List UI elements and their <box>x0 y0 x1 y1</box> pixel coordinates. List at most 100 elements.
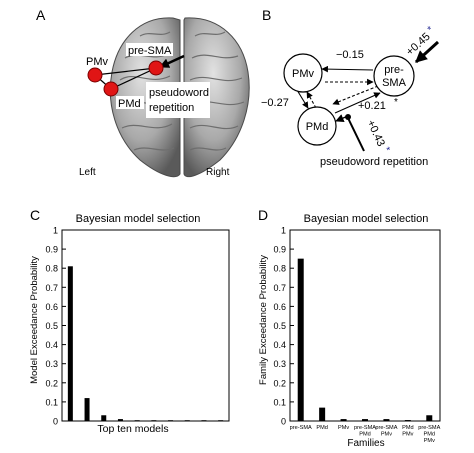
chart-d-axes <box>289 229 441 422</box>
chart-c-bar <box>201 420 207 421</box>
chart-d-ytick-label: 0.4 <box>273 340 286 350</box>
node-pmv: PMv <box>283 53 323 93</box>
chart-d-ytick-label: 0.8 <box>273 264 286 274</box>
weight-star-input-presma: * <box>426 24 436 35</box>
chart-d-ytick-label: 1 <box>281 226 286 236</box>
chart-c-ytick-label: 0 <box>53 417 58 427</box>
chart-d-category-label: pre-SMA <box>290 425 312 431</box>
label-pseudo-line2: repetition <box>149 102 194 114</box>
chart-c-ytick-label: 0.7 <box>45 283 58 293</box>
weight-input-pmd: +0.43 <box>364 118 387 148</box>
svg-text:PMd: PMd <box>306 121 329 133</box>
chart-d-ytick-label: 0.2 <box>273 378 286 388</box>
chart-d-category-label: pre-SMA <box>418 425 440 431</box>
panel-c-letter: C <box>30 207 40 223</box>
edge-presma-pmv <box>321 65 374 73</box>
chart-c-axes <box>61 229 230 422</box>
chart-d-bar <box>383 419 390 421</box>
chart-c-bar <box>117 419 123 421</box>
weight-presma-pmv: −0.15 <box>336 49 364 61</box>
chart-d-category-label: PMd <box>316 425 328 431</box>
chart-d-category-label: PMd <box>424 432 436 438</box>
chart-c-ytick-label: 0.4 <box>45 340 58 350</box>
chart-c-bar <box>67 266 73 421</box>
chart-d-category-label: pre-SMA <box>375 425 397 431</box>
chart-c-xlabel: Top ten models <box>97 423 168 435</box>
chart-d-category-label: PMd <box>402 425 414 431</box>
chart-d-title: Bayesian model selection <box>304 213 429 225</box>
chart-d-xlabel: Families <box>347 438 384 449</box>
input-line <box>347 117 365 152</box>
chart-d-bar <box>426 415 433 421</box>
chart-d-category-label: pre-SMA <box>354 425 376 431</box>
panel-d-letter: D <box>258 207 268 223</box>
chart-d-yticks: 00.10.20.30.40.50.60.70.80.91 <box>273 226 294 427</box>
weight-input-presma: +0.45 <box>404 31 433 59</box>
chart-c-ytick-label: 0.6 <box>45 302 58 312</box>
panel-a-letter: A <box>36 7 46 23</box>
weight-pmd-presma: +0.21 <box>358 100 386 112</box>
chart-d-bars <box>297 258 433 421</box>
svg-text:PMv: PMv <box>292 68 315 80</box>
chart-c-bar <box>84 398 90 421</box>
panel-d: D Bayesian model selection Family Exceed… <box>258 207 441 449</box>
brain-image <box>109 17 250 178</box>
chart-c-bar <box>218 420 224 421</box>
edge-pmd-pmv <box>306 91 317 109</box>
label-pmv: PMv <box>86 56 109 68</box>
input-label: pseudoword repetition <box>320 156 428 168</box>
chart-c-bar <box>151 420 157 421</box>
chart-d-ytick-label: 0 <box>281 417 286 427</box>
chart-c-ytick-label: 1 <box>53 226 58 236</box>
label-pmd: PMd <box>118 98 141 110</box>
chart-c-bar <box>184 420 190 421</box>
brain-gyri <box>117 31 245 151</box>
chart-c-ytick-label: 0.9 <box>45 245 58 255</box>
edge-pmv-pmd <box>296 89 309 109</box>
chart-d-ytick-label: 0.5 <box>273 321 286 331</box>
panel-b-letter: B <box>262 7 271 23</box>
chart-d-category-label: PMv <box>381 432 392 438</box>
chart-d-category-label: PMv <box>338 425 349 431</box>
chart-c-yticks: 00.10.20.30.40.50.60.70.80.91 <box>45 226 66 427</box>
chart-d-ytick-label: 0.9 <box>273 245 286 255</box>
label-right: Right <box>206 167 230 178</box>
chart-c-title: Bayesian model selection <box>76 213 201 225</box>
chart-d-ytick-label: 0.1 <box>273 397 286 407</box>
chart-c-ytick-label: 0.5 <box>45 321 58 331</box>
panel-c: C Bayesian model selection Model Exceeda… <box>29 207 230 435</box>
node-pmd: PMd <box>297 106 337 146</box>
weight-pmv-pmd: −0.27 <box>261 97 289 109</box>
chart-d-ytick-label: 0.7 <box>273 283 286 293</box>
panel-b: B PMv pre- SMA PMd −0.15 −0.27 +0.21 * <box>261 7 440 168</box>
svg-text:SMA: SMA <box>382 77 407 89</box>
chart-c-bar <box>134 420 140 421</box>
chart-c-bar <box>168 420 174 421</box>
chart-d-ylabel: Family Exceedance Probability <box>258 255 269 385</box>
chart-c-bar <box>101 415 107 421</box>
chart-d-bar <box>319 407 326 421</box>
chart-d-ytick-label: 0.6 <box>273 302 286 312</box>
chart-d-category-label: PMv <box>402 432 413 438</box>
chart-c-bars <box>67 266 224 421</box>
panel-a: A PMv <box>36 7 250 178</box>
edge-pmd-presma <box>334 92 381 114</box>
chart-d-bar <box>340 419 347 421</box>
input-arrow-presma <box>414 40 440 64</box>
chart-d-bar <box>297 258 304 421</box>
dot-pmd <box>103 81 119 97</box>
chart-c-ytick-label: 0.3 <box>45 359 58 369</box>
edge-presma-pmd <box>332 85 379 105</box>
label-left: Left <box>79 167 96 178</box>
node-presma: pre- SMA <box>373 55 415 97</box>
weight-star-pmd-presma: * <box>394 97 398 108</box>
chart-d-bar <box>404 420 411 421</box>
chart-d-category-label: PMv <box>424 438 435 444</box>
chart-c-ytick-label: 0.1 <box>45 397 58 407</box>
chart-c-ytick-label: 0.8 <box>45 264 58 274</box>
label-presma: pre-SMA <box>128 45 172 57</box>
svg-text:pre-: pre- <box>384 64 404 76</box>
chart-d-category-label: PMd <box>359 432 371 438</box>
